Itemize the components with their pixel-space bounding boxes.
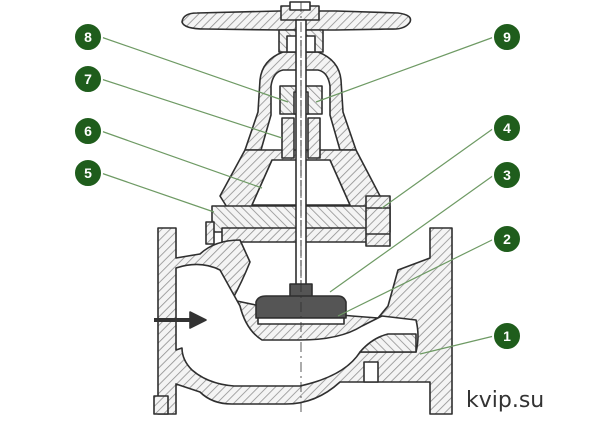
- callout-8: 8: [73, 22, 103, 52]
- callout-label: 6: [84, 123, 92, 139]
- leader-lines: [100, 36, 495, 355]
- flow-arrow: [154, 311, 207, 329]
- callout-label: 9: [503, 29, 511, 45]
- callout-label: 7: [84, 71, 92, 87]
- callout-4: 4: [492, 113, 522, 143]
- callout-9: 9: [492, 22, 522, 52]
- watermark: kvip.su: [466, 388, 545, 413]
- callout-2: 2: [492, 224, 522, 254]
- callout-label: 5: [84, 165, 92, 181]
- callout-1: 1: [492, 321, 522, 351]
- callout-label: 4: [503, 120, 511, 136]
- callout-label: 2: [503, 231, 511, 247]
- callout-label: 3: [503, 167, 511, 183]
- callout-7: 7: [73, 64, 103, 94]
- callout-label: 8: [84, 29, 92, 45]
- callout-3: 3: [492, 160, 522, 190]
- callout-6: 6: [73, 116, 103, 146]
- bolt: [365, 195, 391, 247]
- callout-5: 5: [73, 158, 103, 188]
- callout-label: 1: [503, 328, 511, 344]
